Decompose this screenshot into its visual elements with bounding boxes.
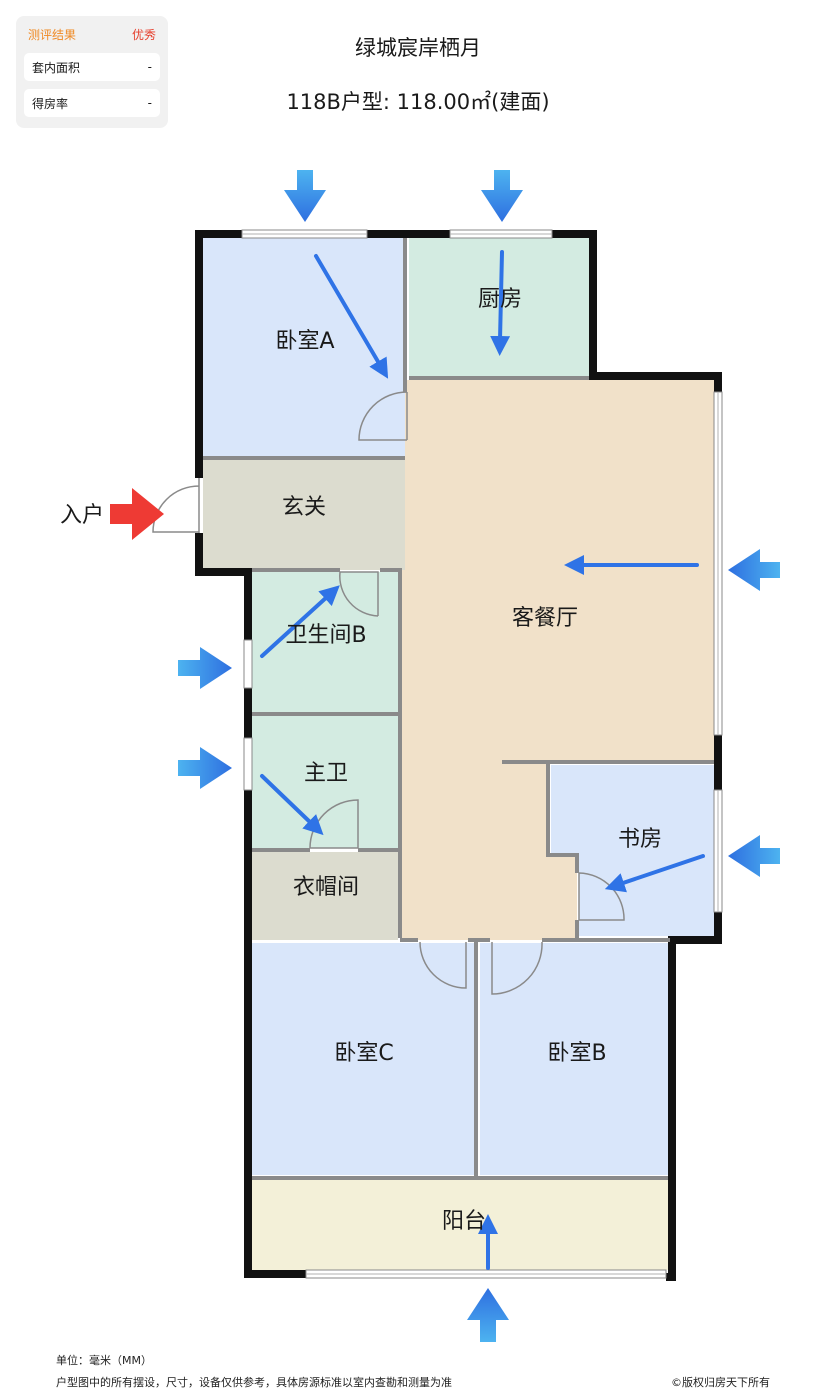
master-bath-area [252, 716, 398, 848]
layout-title-main: 118B户型: 118.00㎡ [286, 90, 492, 114]
bedroom-b-area [480, 943, 668, 1175]
evaluation-label: 测评结果 [28, 28, 77, 42]
airflow-arrow-study [604, 854, 705, 893]
unit-note: 单位：毫米（MM） [56, 1354, 152, 1367]
airflow-in-right-study [728, 835, 780, 877]
inner-area-label: 套内面积 [32, 60, 81, 75]
entrance-arrow [110, 488, 164, 540]
airflow-in-top-right [481, 170, 523, 222]
label-cloakroom: 衣帽间 [293, 875, 359, 900]
label-balcony: 阳台 [442, 1209, 486, 1234]
label-bathroom-b: 卫生间B [285, 623, 366, 648]
airflow-in-right-living [728, 549, 780, 591]
window-mullions [242, 233, 719, 1275]
label-kitchen: 厨房 [478, 287, 522, 312]
efficiency-label: 得房率 [32, 96, 69, 111]
disclaimer: 户型图中的所有摆设，尺寸，设备仅供参考，具体房源标准以室内查勘和测量为准 [56, 1376, 452, 1389]
foyer-area [203, 460, 405, 570]
airflow-arrows [260, 250, 705, 1270]
layout-title-suffix: (建面) [491, 90, 550, 114]
airflow-in-left-bathroom [178, 647, 232, 689]
label-master-bath: 主卫 [304, 761, 348, 786]
inner-area-value: - [147, 60, 152, 74]
evaluation-card: 测评结果 优秀 套内面积 - 得房率 - [16, 16, 168, 128]
airflow-in-left-master-bath [178, 747, 232, 789]
bedroom-c-area [252, 943, 474, 1175]
airflow-arrow-bedroom-a [314, 254, 389, 379]
evaluation-row-inner-area: 套内面积 - [24, 53, 160, 81]
label-foyer: 玄关 [282, 495, 326, 520]
room-fills [203, 238, 715, 1270]
label-bedroom-b: 卧室B [547, 1041, 606, 1066]
label-living-dining: 客餐厅 [512, 606, 578, 631]
airflow-in-bottom [467, 1288, 509, 1342]
layout-title: 118B户型: 118.00㎡(建面) [0, 86, 836, 116]
evaluation-grade: 优秀 [131, 28, 156, 42]
exterior-walls [195, 230, 722, 1281]
label-bedroom-c: 卧室C [334, 1041, 393, 1066]
living-dining-area [402, 380, 715, 940]
entrance-label: 入户 [60, 503, 104, 528]
evaluation-header: 测评结果 优秀 [28, 26, 156, 43]
external-airflow [178, 170, 780, 1342]
airflow-in-top-left [284, 170, 326, 222]
copyright: ©版权归房天下所有 [671, 1376, 770, 1389]
project-title: 绿城宸岸栖月 [355, 36, 481, 60]
evaluation-row-efficiency: 得房率 - [24, 89, 160, 117]
airflow-arrow-kitchen [490, 250, 511, 356]
balcony-area [252, 1180, 668, 1270]
efficiency-value: - [147, 96, 152, 110]
airflow-arrow-master-bath [260, 774, 324, 836]
interior-walls [203, 238, 714, 1180]
cloakroom-area [252, 852, 398, 940]
label-bedroom-a: 卧室A [275, 329, 334, 354]
airflow-arrow-bathroom-b [260, 585, 340, 658]
room-labels: 卧室A 厨房 玄关 客餐厅 卫生间B 主卫 书房 衣帽间 卧室C 卧室B 阳台 [275, 287, 662, 1234]
study-area [551, 765, 715, 936]
label-study: 书房 [618, 827, 662, 852]
